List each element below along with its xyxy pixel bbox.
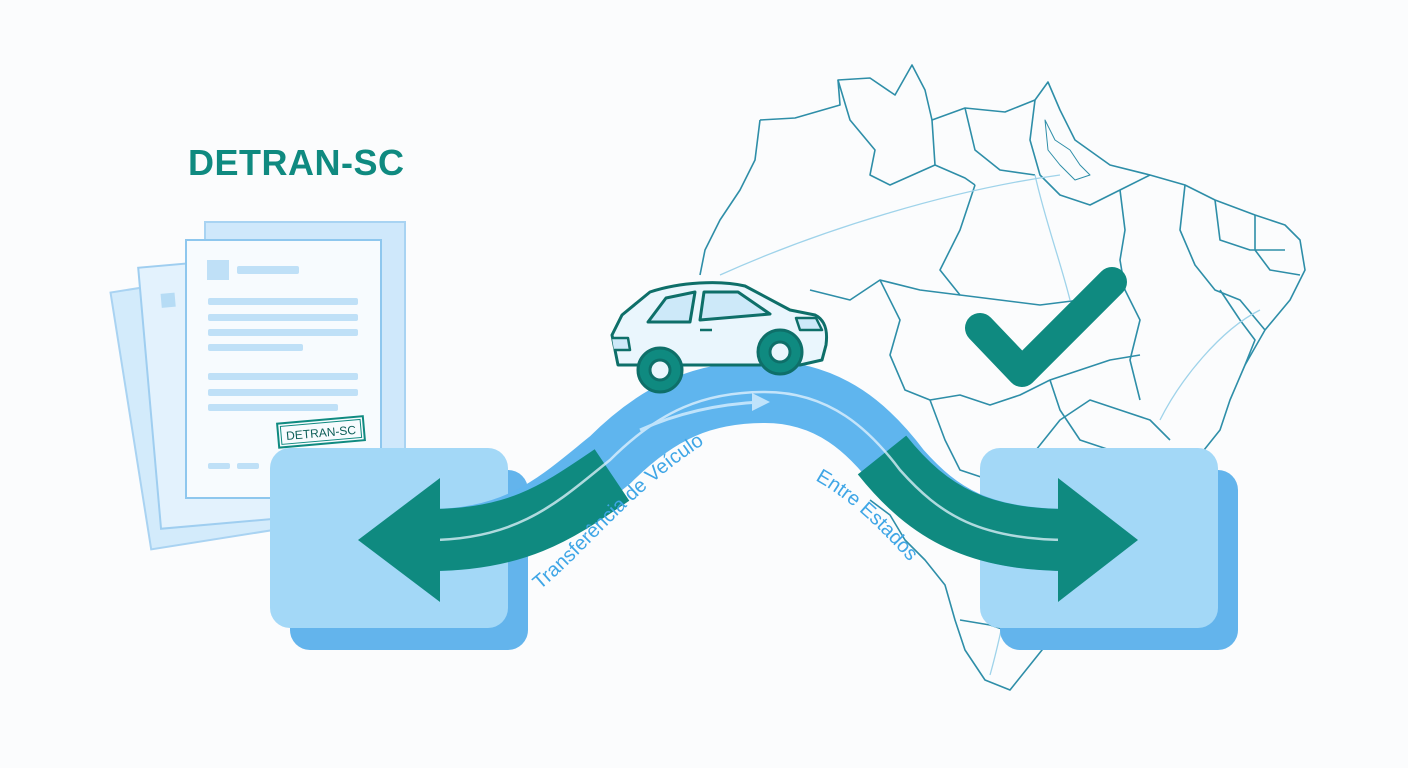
brazil-map-icon	[699, 64, 1306, 691]
arrow-left-icon	[358, 478, 440, 602]
detran-stamp: DETRAN-SC	[276, 415, 366, 449]
page-title: DETRAN-SC	[188, 142, 405, 183]
stamp-text: DETRAN-SC	[286, 423, 357, 443]
transfer-route	[427, 360, 1071, 571]
checkmark-icon	[965, 267, 1127, 387]
car-icon	[610, 281, 829, 394]
arrow-right-icon	[1058, 478, 1138, 602]
